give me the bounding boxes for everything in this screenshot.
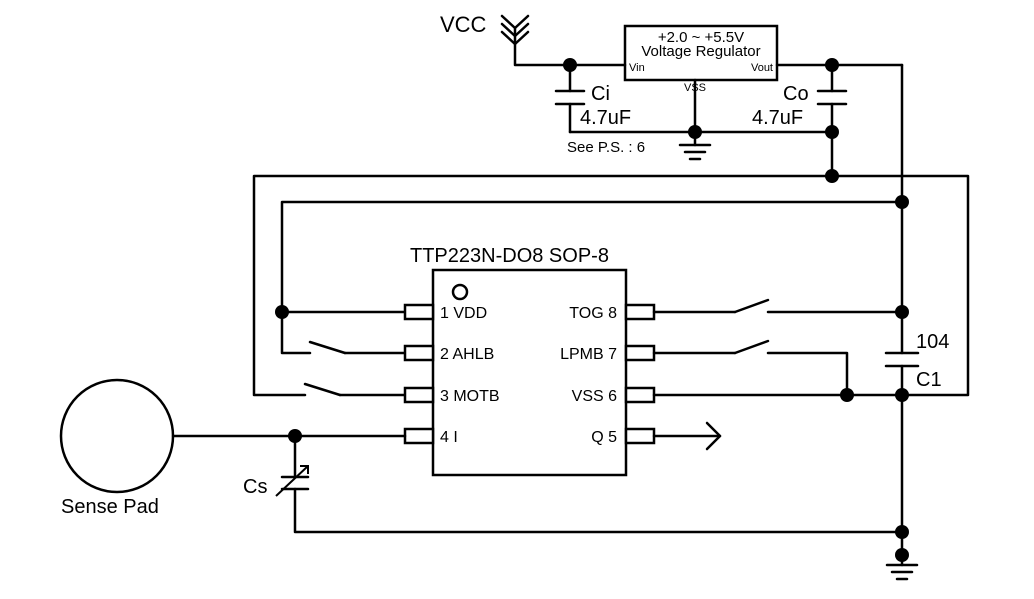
vcc-symbol (500, 14, 572, 67)
co-name: Co (783, 83, 809, 105)
pin-4-i: 4 I (440, 429, 458, 446)
ci-value: 4.7uF (580, 107, 631, 129)
output-q-arrow (652, 421, 722, 451)
c1-name: C1 (916, 369, 942, 391)
sense-pad (59, 378, 175, 494)
sense-pad-label: Sense Pad (61, 496, 159, 518)
vcc-label: VCC (440, 12, 487, 37)
pin-7-lpmb: LPMB 7 (560, 346, 617, 363)
switch-tog (652, 298, 904, 314)
switch-motb (303, 382, 407, 397)
wiring-loops (252, 174, 970, 397)
regulator-vin-label: Vin (629, 62, 645, 74)
switch-ahlb (308, 340, 407, 355)
ps-note: See P.S. : 6 (567, 139, 645, 156)
pin-3-motb: 3 MOTB (440, 388, 500, 405)
pin-8-tog: TOG 8 (569, 305, 617, 322)
pin-6-vss: VSS 6 (572, 388, 617, 405)
cs-name: Cs (243, 476, 267, 498)
regulator-name: Voltage Regulator (641, 43, 760, 60)
switch-lpmb (652, 339, 849, 397)
ic-ttp223n (403, 268, 656, 477)
pin-5-q: Q 5 (591, 429, 617, 446)
junction-dots (275, 58, 909, 562)
pin-2-ahlb: 2 AHLB (440, 346, 494, 363)
pin-1-vdd: 1 VDD (440, 305, 487, 322)
c1-value: 104 (916, 331, 949, 353)
voltage-regulator: +2.0 ~ +5.5V Voltage Regulator Vin Vout … (623, 24, 779, 94)
ic-title: TTP223N-DO8 SOP-8 (410, 245, 609, 267)
ground-symbol-regulator (678, 143, 712, 161)
regulator-vout-label: Vout (751, 62, 773, 74)
ci-name: Ci (591, 83, 610, 105)
co-value: 4.7uF (752, 107, 803, 129)
regulator-range: +2.0 ~ +5.5V (658, 29, 744, 46)
capacitor-c1 (884, 200, 920, 557)
